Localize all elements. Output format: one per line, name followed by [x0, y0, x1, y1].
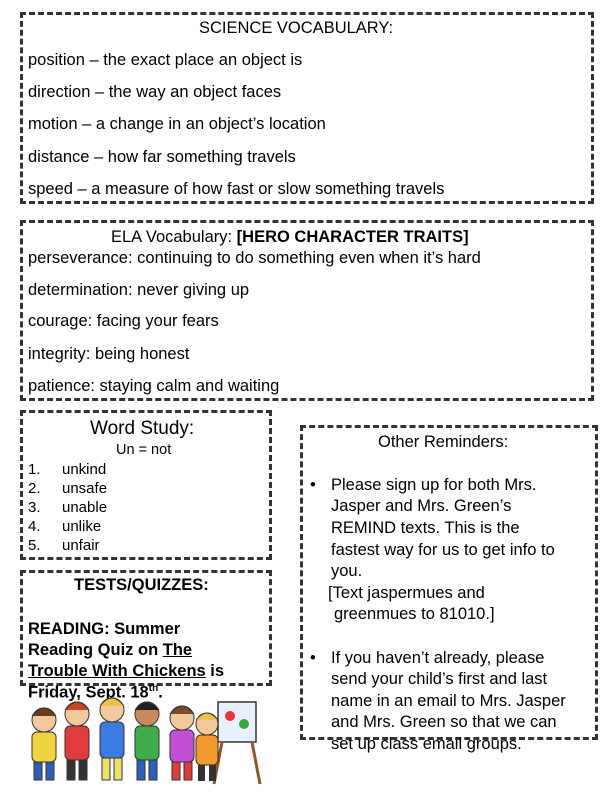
list-item: unsafe — [62, 480, 108, 497]
quiz-date-sup: th — [148, 683, 159, 694]
word-study-title: Word Study: — [90, 418, 195, 439]
ela-title: ELA Vocabulary: [HERO CHARACTER TRAITS] — [111, 228, 469, 247]
tests-line-2-text: Reading Quiz on — [28, 641, 163, 659]
list-number: 5. — [28, 537, 41, 554]
science-item-speed: speed – a measure of how fast or slow so… — [28, 180, 445, 198]
reminder-1-line: Please sign up for both Mrs. — [331, 476, 537, 494]
bullet-icon: • — [310, 476, 316, 494]
ela-item-patience: patience: staying calm and waiting — [28, 377, 280, 395]
list-item: unable — [62, 499, 108, 516]
science-item-distance: distance – how far something travels — [28, 148, 296, 166]
bullet-icon: • — [310, 649, 316, 667]
quiz-date: Friday, Sept. 18 — [28, 683, 149, 702]
ela-title-prefix: ELA Vocabulary: — [111, 228, 237, 246]
tests-line-3-suffix: is — [205, 662, 225, 680]
ela-vocabulary-box — [20, 220, 594, 401]
reminder-1-line: greenmues to 81010.] — [334, 605, 495, 623]
tests-title: TESTS/QUIZZES: — [74, 576, 209, 594]
tests-quizzes-box — [20, 570, 272, 686]
tests-line-1: READING: Summer — [28, 620, 181, 638]
quiz-date-end: . — [158, 683, 163, 702]
reminders-title: Other Reminders: — [378, 433, 509, 451]
reminder-2-line: If you haven’t already, please — [331, 649, 545, 667]
children-illustration — [31, 697, 262, 785]
list-number: 4. — [28, 518, 41, 535]
reminder-2-line: set up class email groups. — [331, 735, 522, 753]
ela-item-determination: determination: never giving up — [28, 281, 250, 299]
science-item-direction: direction – the way an object faces — [28, 83, 282, 101]
list-number: 2. — [28, 480, 41, 497]
list-number: 3. — [28, 499, 41, 516]
science-vocabulary-box — [20, 12, 594, 204]
reminder-1-line: [Text jaspermues and — [328, 584, 485, 602]
word-study-subtitle: Un = not — [116, 442, 172, 458]
ela-item-integrity: integrity: being honest — [28, 345, 190, 363]
reminder-2-line: send your child’s first and last — [331, 670, 548, 688]
children-clipart — [22, 680, 272, 788]
ela-title-bold: [HERO CHARACTER TRAITS] — [236, 228, 469, 246]
book-title-part-1: The — [162, 641, 193, 659]
reminder-2-line: and Mrs. Green so that we can — [331, 713, 557, 731]
word-study-box — [20, 410, 272, 560]
list-item: unkind — [62, 461, 107, 478]
tests-line-4: Friday, Sept. 18th. — [28, 683, 163, 703]
ela-item-perseverance: perseverance: continuing to do something… — [28, 249, 481, 267]
tests-line-2: Reading Quiz on The — [28, 641, 192, 660]
reminder-1-line: REMIND texts. This is the — [331, 519, 520, 537]
list-item: unlike — [62, 518, 102, 535]
reminder-1-line: Jasper and Mrs. Green’s — [331, 497, 512, 515]
science-title: SCIENCE VOCABULARY: — [199, 19, 394, 37]
other-reminders-box — [300, 425, 598, 740]
reminder-1-line: fastest way for us to get info to — [331, 541, 555, 559]
tests-line-3: Trouble With Chickens is — [28, 662, 224, 681]
book-title-part-2: Trouble With Chickens — [28, 662, 206, 680]
list-number: 1. — [28, 461, 41, 478]
reminder-2-line: name in an email to Mrs. Jasper — [331, 692, 566, 710]
ela-item-courage: courage: facing your fears — [28, 312, 219, 330]
reminder-1-line: you. — [331, 562, 363, 580]
science-item-motion: motion – a change in an object’s locatio… — [28, 115, 326, 133]
list-item: unfair — [62, 537, 100, 554]
science-item-position: position – the exact place an object is — [28, 51, 303, 69]
